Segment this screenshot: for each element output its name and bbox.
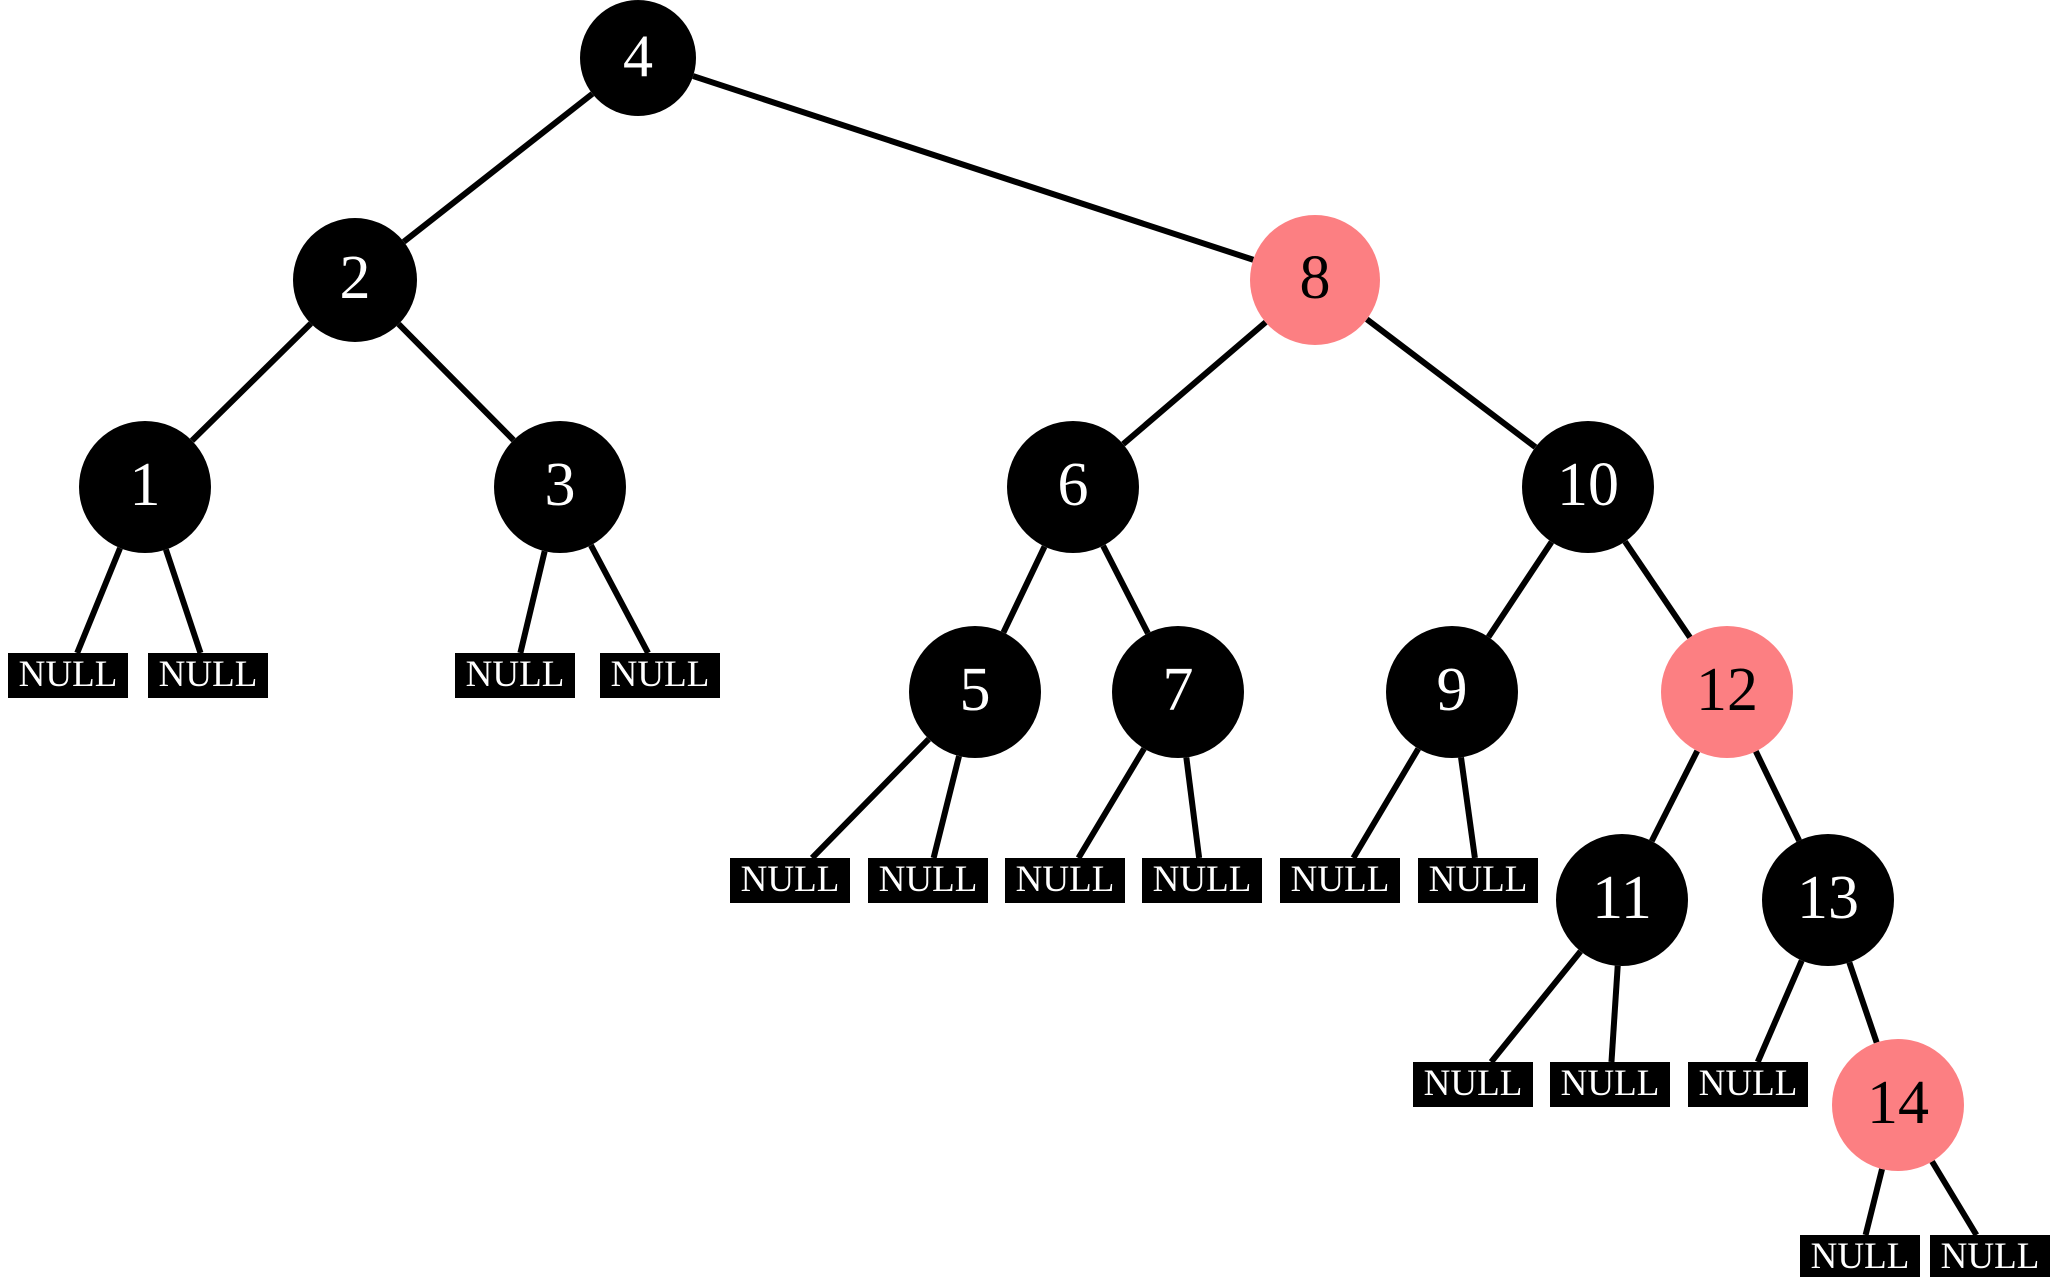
tree-nil-label: NULL	[1698, 1063, 1798, 1104]
tree-nil-leaf: NULL	[1930, 1235, 2050, 1277]
tree-nil-leaf: NULL	[1800, 1235, 1920, 1277]
tree-node-10[interactable]: 10	[1522, 421, 1654, 553]
tree-node-9[interactable]: 9	[1386, 626, 1518, 758]
tree-nil-label: NULL	[1152, 859, 1252, 900]
tree-edge	[396, 321, 516, 443]
tree-node-8[interactable]: 8	[1250, 215, 1380, 345]
tree-edge	[1458, 756, 1478, 859]
tree-nil-label: NULL	[1428, 859, 1528, 900]
tree-node-13[interactable]: 13	[1762, 834, 1894, 966]
tree-edge	[1364, 316, 1538, 450]
tree-edge	[189, 321, 313, 443]
tree-nil-leaf: NULL	[1142, 858, 1262, 903]
tree-nil-label: NULL	[610, 654, 710, 695]
tree-edge	[74, 546, 123, 655]
tree-edge	[588, 543, 651, 655]
tree-node-5[interactable]: 5	[909, 626, 1041, 758]
tree-edge	[163, 548, 204, 654]
tree-nil-leaf: NULL	[1688, 1062, 1808, 1107]
tree-edge	[1608, 965, 1621, 1063]
tree-nil-label: NULL	[1423, 1063, 1523, 1104]
tree-node-3[interactable]: 3	[494, 421, 626, 553]
tree-nil-leaf: NULL	[455, 653, 575, 698]
tree-node-2[interactable]: 2	[293, 218, 417, 342]
tree-edge	[1755, 959, 1805, 1064]
tree-edge	[1485, 540, 1555, 639]
tree-edge	[1000, 545, 1048, 634]
tree-node-7[interactable]: 7	[1112, 626, 1244, 758]
tree-edge	[1846, 961, 1880, 1044]
tree-edge	[809, 737, 931, 861]
tree-node-11[interactable]: 11	[1556, 834, 1688, 966]
tree-nil-leaf: NULL	[1418, 858, 1538, 903]
tree-node-label: 11	[1592, 864, 1652, 932]
tree-edge	[401, 91, 595, 245]
tree-nil-leaf: NULL	[8, 653, 128, 698]
tree-edge	[1121, 319, 1268, 447]
tree-nil-label: NULL	[1940, 1236, 2040, 1277]
tree-node-label: 4	[623, 23, 653, 89]
tree-node-1[interactable]: 1	[79, 421, 211, 553]
tree-node-label: 10	[1557, 451, 1619, 519]
tree-edge	[1350, 747, 1421, 860]
tree-edge	[930, 755, 962, 859]
tree-edge	[1075, 747, 1147, 860]
tree-nil-label: NULL	[465, 654, 565, 695]
tree-edge	[1753, 750, 1802, 842]
tree-nil-leaf: NULL	[868, 858, 988, 903]
tree-node-label: 13	[1797, 864, 1859, 932]
tree-edge	[1622, 539, 1693, 640]
tree-edge	[1929, 1159, 1979, 1237]
tree-edge	[1862, 1168, 1885, 1236]
tree-node-label: 12	[1696, 656, 1758, 724]
tree-nil-label: NULL	[878, 859, 978, 900]
tree-nil-label: NULL	[1290, 859, 1390, 900]
tree-node-label: 8	[1299, 244, 1331, 312]
tree-node-4[interactable]: 4	[580, 0, 696, 116]
tree-edge	[1100, 544, 1151, 635]
tree-nil-leaf: NULL	[600, 653, 720, 698]
tree-node-label: 3	[544, 451, 576, 519]
tree-nil-label: NULL	[158, 654, 258, 695]
tree-edge	[517, 550, 548, 654]
tree-nil-leaf: NULL	[1005, 858, 1125, 903]
tree-node-label: 9	[1436, 656, 1468, 724]
tree-edge	[1488, 949, 1583, 1064]
tree-node-label: 7	[1162, 656, 1194, 724]
tree-node-12[interactable]: 12	[1661, 626, 1793, 758]
tree-nil-leaf: NULL	[1413, 1062, 1533, 1107]
tree-nil-label: NULL	[1810, 1236, 1910, 1277]
tree-nil-leaf: NULL	[1550, 1062, 1670, 1107]
tree-node-label: 14	[1867, 1069, 1929, 1137]
tree-node-14[interactable]: 14	[1832, 1039, 1964, 1171]
tree-node-label: 5	[959, 656, 991, 724]
tree-nil-leaf: NULL	[148, 653, 268, 698]
tree-node-label: 1	[129, 451, 161, 519]
tree-edge	[1649, 749, 1700, 843]
tree-nil-label: NULL	[1560, 1063, 1660, 1104]
tree-nil-label: NULL	[740, 859, 840, 900]
tree-nil-label: NULL	[18, 654, 118, 695]
tree-nil-label: NULL	[1015, 859, 1115, 900]
tree-nil-leaf: NULL	[1280, 858, 1400, 903]
tree-edge	[692, 73, 1255, 263]
tree-nil-leaf: NULL	[730, 858, 850, 903]
tree-node-label: 6	[1057, 451, 1089, 519]
tree-edge	[1183, 757, 1203, 859]
tree-node-6[interactable]: 6	[1007, 421, 1139, 553]
tree-node-label: 2	[339, 244, 371, 312]
